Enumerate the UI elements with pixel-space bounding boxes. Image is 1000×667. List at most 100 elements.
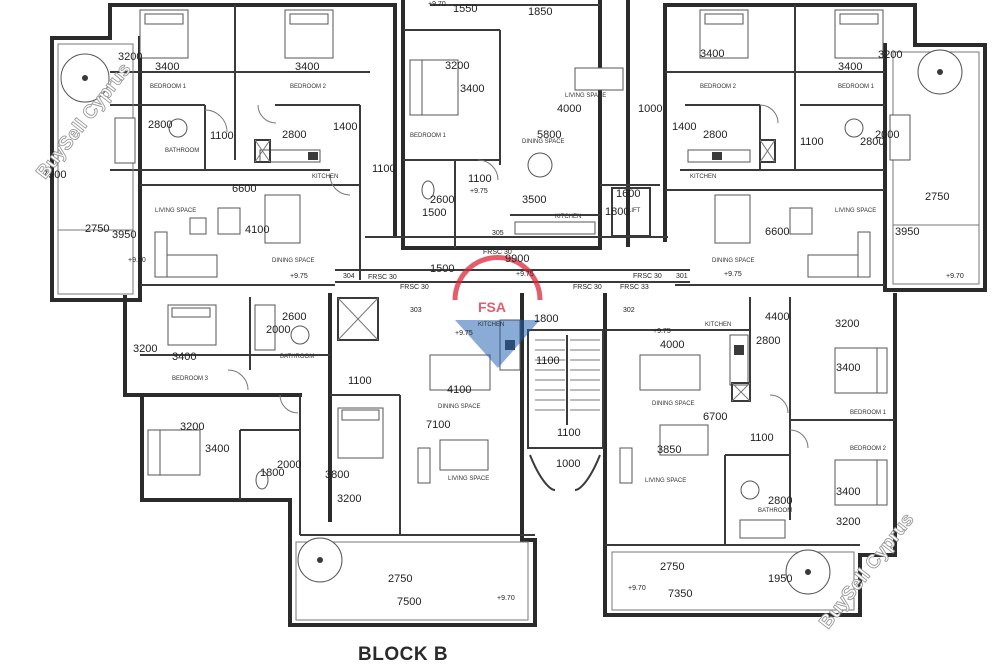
door-tag: FRSC 30 xyxy=(368,274,397,281)
door-tag: 304 xyxy=(343,273,355,280)
dimension: 4000 xyxy=(557,103,581,115)
dimension: 1800 xyxy=(260,467,284,479)
dimension: 3400 xyxy=(155,61,179,73)
dimension: 7900 xyxy=(42,169,66,181)
dimension: 3950 xyxy=(895,226,919,238)
dimension: 1100 xyxy=(536,355,560,367)
room-label: BEDROOM 2 xyxy=(700,84,737,90)
dimension: 1500 xyxy=(422,207,446,219)
level-marker: +9.70 xyxy=(628,585,646,592)
dimension: 1600 xyxy=(616,188,640,200)
room-label: LIVING SPACE xyxy=(645,478,686,484)
dimension: 2750 xyxy=(925,191,949,203)
dimension: 1500 xyxy=(430,263,454,275)
level-marker: +9.70 xyxy=(428,1,446,8)
dimension: 7350 xyxy=(668,588,692,600)
dimension: 4000 xyxy=(660,339,684,351)
room-label: LIFT xyxy=(628,208,641,214)
dimension: 3850 xyxy=(657,444,681,456)
dimension: 1100 xyxy=(468,173,492,185)
center-logo-text: FSA xyxy=(478,299,506,315)
level-marker: +9.75 xyxy=(470,188,488,195)
room-label: BEDROOM 1 xyxy=(410,133,447,139)
room-label: KITCHEN xyxy=(312,174,338,180)
dimension: 6600 xyxy=(232,183,256,195)
dimension: 1000 xyxy=(638,103,662,115)
interior-walls xyxy=(110,4,895,546)
dimension: 3500 xyxy=(522,194,546,206)
room-label: DINING SPACE xyxy=(652,401,695,407)
dimension: 3400 xyxy=(836,486,860,498)
dimension: 3400 xyxy=(205,443,229,455)
center-logo: FSA xyxy=(452,255,543,368)
dimension: 3200 xyxy=(836,516,860,528)
room-label: KITCHEN xyxy=(478,322,504,328)
door-tag: FRSC 30 xyxy=(633,273,662,280)
dimension: 3200 xyxy=(180,421,204,433)
level-marker: +9.75 xyxy=(724,271,742,278)
level-marker: +9.75 xyxy=(653,328,671,335)
dimension: 6600 xyxy=(765,226,789,238)
door-tag: FRSC 33 xyxy=(620,284,649,291)
room-label: DINING SPACE xyxy=(272,258,315,264)
level-marker: +9.70 xyxy=(128,257,146,264)
room-label: BEDROOM 3 xyxy=(172,376,209,382)
dimension: 3200 xyxy=(835,318,859,330)
room-label: BEDROOM 2 xyxy=(290,84,327,90)
block-title: BLOCK B xyxy=(358,644,449,665)
room-label: BATHROOM xyxy=(758,508,792,514)
dimension: 4100 xyxy=(447,384,471,396)
room-label: LIVING SPACE xyxy=(835,208,876,214)
dimension: 2800 xyxy=(768,495,792,507)
room-label: LIVING SPACE xyxy=(565,93,606,99)
dimension: 1100 xyxy=(210,130,234,142)
room-label: KITCHEN xyxy=(555,214,581,220)
dimension: 3200 xyxy=(133,343,157,355)
door-tag: 301 xyxy=(676,273,688,280)
door-tag: 305 xyxy=(492,230,504,237)
level-marker: +9.75 xyxy=(516,271,534,278)
dimensions: 1550 1850 3200 3400 3400 3200 3400 4000 … xyxy=(42,3,949,608)
dimension: 4400 xyxy=(765,311,789,323)
dimension: 2750 xyxy=(660,561,684,573)
room-label: BEDROOM 2 xyxy=(850,446,887,452)
dimension: 3400 xyxy=(295,61,319,73)
dimension: 2600 xyxy=(430,194,454,206)
room-label: BATHROOM xyxy=(165,148,199,154)
dimension: 2000 xyxy=(266,324,290,336)
room-label: KITCHEN xyxy=(705,322,731,328)
room-label: DINING SPACE xyxy=(522,139,565,145)
door-tag: FRSC 30 xyxy=(400,284,429,291)
dimension: 3400 xyxy=(836,362,860,374)
dimension: 6700 xyxy=(703,411,727,423)
watermark: BuySell Cyprus xyxy=(815,509,918,633)
dimension: 2800 xyxy=(282,129,306,141)
dimension: 2000 xyxy=(875,129,899,141)
dimension: 1800 xyxy=(605,206,629,218)
dimension: 2600 xyxy=(282,311,306,323)
level-marker: +9.70 xyxy=(946,273,964,280)
dimension: 2750 xyxy=(388,573,412,585)
dimension: 3800 xyxy=(325,469,349,481)
room-label: BEDROOM 1 xyxy=(150,84,187,90)
fixtures xyxy=(60,9,963,595)
dimension: 3200 xyxy=(878,49,902,61)
outer-walls xyxy=(50,0,987,627)
door-tag: 303 xyxy=(410,307,422,314)
dimension: 1550 xyxy=(453,3,477,15)
dimension: 4100 xyxy=(245,224,269,236)
dimension: 1800 xyxy=(534,313,558,325)
room-label: BEDROOM 1 xyxy=(838,84,875,90)
dimension: 2000 xyxy=(277,459,301,471)
level-marker: +9.70 xyxy=(497,595,515,602)
dimension: 3400 xyxy=(838,61,862,73)
door-tags: FRSC 30 FRSC 30 FRSC 30 FRSC 30 FRSC 33 … xyxy=(343,230,688,314)
dimension: 3400 xyxy=(700,48,724,60)
room-label: KITCHEN xyxy=(690,174,716,180)
dimension: 3200 xyxy=(118,51,142,63)
room-labels: BEDROOM 1 BEDROOM 2 BATHROOM KITCHEN LIV… xyxy=(150,84,887,514)
dimension: 1100 xyxy=(750,432,774,444)
dimension: 3200 xyxy=(337,493,361,505)
room-label: BATHROOM xyxy=(280,354,314,360)
